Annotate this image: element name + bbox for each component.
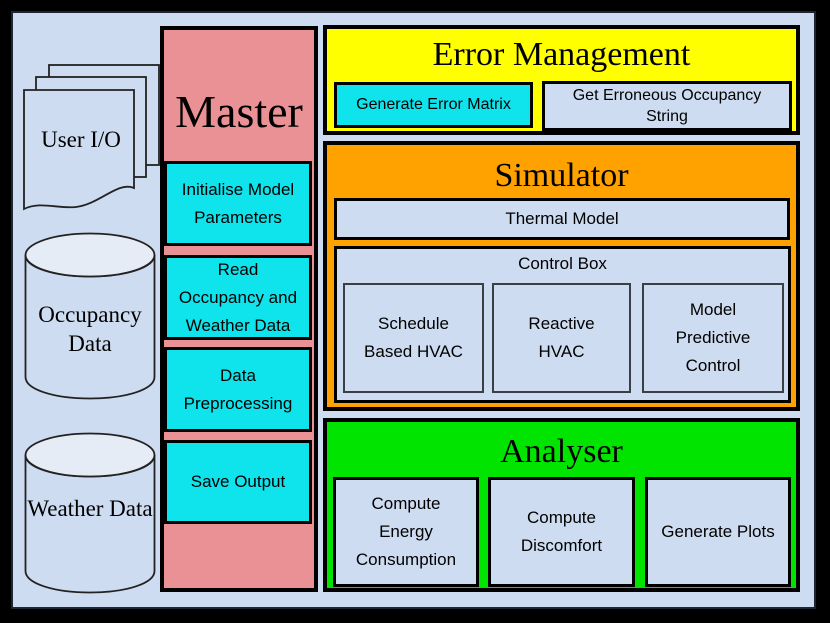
schedule-based-hvac-box: Schedule Based HVAC	[343, 283, 484, 393]
document-stack-icon	[23, 64, 160, 211]
error-management-title: Error Management	[432, 36, 691, 73]
model-predictive-control-box: Model Predictive Control	[642, 283, 784, 393]
get-erroneous-occupancy-string-box: Get Erroneous Occupancy String	[542, 81, 792, 131]
analyser-title: Analyser	[500, 433, 623, 470]
master-title: Master	[175, 86, 303, 137]
compute-discomfort-box: Compute Discomfort	[488, 477, 635, 587]
thermal-model-box: Thermal Model	[334, 198, 790, 240]
generate-plots-box: Generate Plots	[645, 477, 791, 587]
reactive-hvac-box: Reactive HVAC	[492, 283, 631, 393]
occupancy-database-icon: Occupancy Data	[24, 232, 156, 400]
master-step-initialise-model-parameters: Initialise Model Parameters	[164, 161, 312, 246]
control-box-title: Control Box	[518, 254, 607, 273]
generate-error-matrix-box: Generate Error Matrix	[334, 82, 533, 128]
master-step-read-occupancy-weather-data: Read Occupancy and Weather Data	[164, 255, 312, 340]
user-io-label: User I/O	[41, 127, 121, 152]
weather-database-icon: Weather Data	[24, 432, 156, 594]
database-cylinder-icon	[24, 232, 156, 400]
master-step-save-output: Save Output	[164, 440, 312, 524]
weather-data-label: Weather Data	[27, 496, 153, 521]
database-cylinder-icon	[24, 432, 156, 594]
occupancy-data-label: Occupancy Data	[38, 302, 142, 356]
simulator-title: Simulator	[494, 157, 629, 194]
master-step-data-preprocessing: Data Preprocessing	[164, 347, 312, 432]
compute-energy-consumption-box: Compute Energy Consumption	[333, 477, 479, 587]
user-io-document-icon: User I/O	[22, 60, 164, 218]
